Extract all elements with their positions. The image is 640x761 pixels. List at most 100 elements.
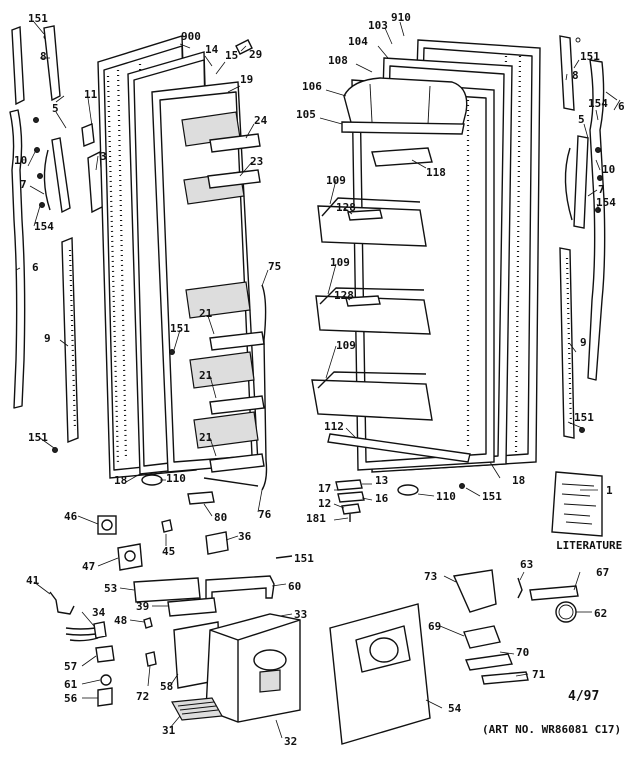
callout: 17 bbox=[318, 482, 331, 495]
callout: 9 bbox=[580, 336, 587, 349]
callout: 16 bbox=[375, 492, 389, 505]
callout: 18 bbox=[114, 474, 127, 487]
callout: 11 bbox=[84, 88, 98, 101]
callout: 45 bbox=[162, 545, 175, 558]
callout: 154 bbox=[596, 196, 616, 209]
callout: 76 bbox=[258, 508, 272, 521]
right-trim-parts bbox=[559, 35, 606, 439]
right-lower-parts bbox=[329, 569, 579, 745]
callout: 8 bbox=[40, 50, 47, 63]
callout: 56 bbox=[64, 692, 78, 705]
callout: 151 bbox=[574, 411, 594, 424]
callout: 118 bbox=[426, 166, 446, 179]
door-bins bbox=[311, 197, 433, 421]
callout: 128 bbox=[336, 201, 356, 214]
leader-lines bbox=[15, 21, 621, 739]
callout: 21 bbox=[199, 431, 213, 444]
callout: 48 bbox=[114, 614, 127, 627]
callout: 18 bbox=[512, 474, 525, 487]
callout: 21 bbox=[199, 369, 213, 382]
callout: 105 bbox=[296, 108, 316, 121]
callout: 14 bbox=[205, 43, 219, 56]
part-29-clip bbox=[235, 39, 253, 55]
callout: 33 bbox=[294, 608, 307, 621]
callout: 108 bbox=[328, 54, 348, 67]
callout: 7 bbox=[20, 178, 27, 191]
callout: 41 bbox=[26, 574, 40, 587]
callout: 110 bbox=[436, 490, 456, 503]
callout: 23 bbox=[250, 155, 263, 168]
callout: 36 bbox=[238, 530, 252, 543]
callout: 8 bbox=[572, 69, 579, 82]
callout: 39 bbox=[136, 600, 149, 613]
callout: 46 bbox=[64, 510, 78, 523]
water-tube bbox=[261, 284, 268, 491]
callout: 63 bbox=[520, 558, 533, 571]
callout: 62 bbox=[594, 607, 607, 620]
callout: 70 bbox=[516, 646, 529, 659]
callout: 109 bbox=[330, 256, 350, 269]
callout: 9 bbox=[44, 332, 51, 345]
callout: 47 bbox=[82, 560, 95, 573]
callout: 34 bbox=[92, 606, 106, 619]
callout: 57 bbox=[64, 660, 77, 673]
callout: 67 bbox=[596, 566, 609, 579]
callout: 15 bbox=[225, 49, 238, 62]
callout: 19 bbox=[240, 73, 253, 86]
literature-booklet bbox=[551, 471, 603, 537]
callout: 71 bbox=[532, 668, 546, 681]
callout: 24 bbox=[254, 114, 268, 127]
callout: 31 bbox=[162, 724, 176, 737]
egg-shelf bbox=[371, 147, 433, 167]
callout: 128 bbox=[334, 289, 354, 302]
callout: 151 bbox=[28, 431, 48, 444]
callout: 900 bbox=[181, 30, 201, 43]
literature-label: LITERATURE bbox=[556, 539, 622, 552]
callout: 60 bbox=[288, 580, 301, 593]
callout: 6 bbox=[32, 261, 39, 274]
callout: 75 bbox=[268, 260, 281, 273]
revision-date: 4/97 bbox=[568, 689, 599, 704]
callout: 21 bbox=[199, 307, 213, 320]
dairy-compartment bbox=[341, 77, 468, 135]
callout: 109 bbox=[326, 174, 346, 187]
callout: 5 bbox=[578, 113, 585, 126]
callout: 104 bbox=[348, 35, 368, 48]
kick-strip bbox=[327, 433, 471, 463]
freezer-door-shelves bbox=[207, 133, 265, 473]
callout: 151 bbox=[170, 322, 190, 335]
callout: 151 bbox=[580, 50, 600, 63]
callout: 154 bbox=[588, 97, 608, 110]
callout: 61 bbox=[64, 678, 78, 691]
mid-small-parts bbox=[141, 474, 465, 522]
callout: 103 bbox=[368, 19, 388, 32]
callout: 1 bbox=[606, 484, 613, 497]
callout: 3 bbox=[100, 150, 107, 163]
callout: 151 bbox=[28, 12, 48, 25]
dispenser-parts bbox=[49, 515, 301, 723]
callout: 32 bbox=[284, 735, 297, 748]
callout: 72 bbox=[136, 690, 149, 703]
callout: 80 bbox=[214, 511, 227, 524]
art-number: (ART NO. WR86081 C17) bbox=[482, 723, 621, 736]
callout: 69 bbox=[428, 620, 441, 633]
callout: 6 bbox=[618, 100, 625, 113]
callout: 910 bbox=[391, 11, 411, 24]
callout: 10 bbox=[602, 163, 615, 176]
callout: 5 bbox=[52, 102, 59, 115]
callout: 7 bbox=[598, 183, 605, 196]
shelf-bar-upper bbox=[347, 209, 383, 221]
callout: 29 bbox=[249, 48, 262, 61]
callout: 151 bbox=[482, 490, 502, 503]
callout: 112 bbox=[324, 420, 344, 433]
callout: 53 bbox=[104, 582, 117, 595]
callout: 13 bbox=[375, 474, 388, 487]
callout: 106 bbox=[302, 80, 322, 93]
shelf-bar-lower bbox=[345, 295, 381, 307]
callout: 110 bbox=[166, 472, 186, 485]
left-trim-parts bbox=[9, 25, 105, 453]
callout: 109 bbox=[336, 339, 356, 352]
callout: 154 bbox=[34, 220, 54, 233]
